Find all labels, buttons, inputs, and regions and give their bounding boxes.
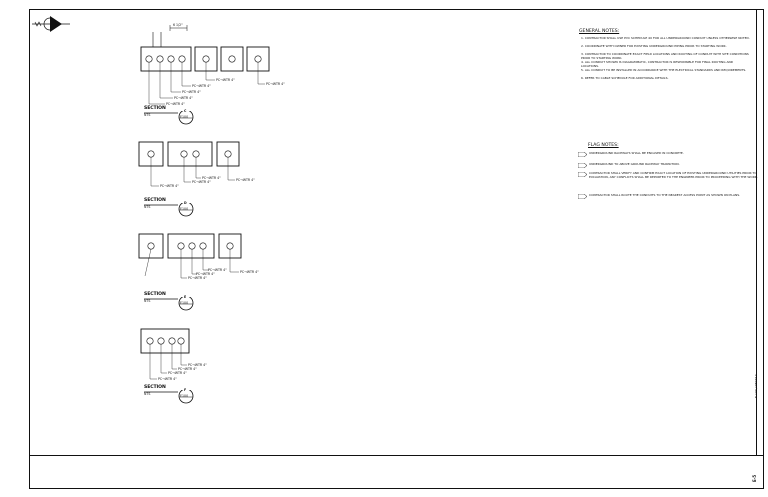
sheet-label: E-100 / DETAILS: [754, 374, 758, 398]
north-arrow-icon: [32, 16, 70, 32]
callout-label: PC→WTR 4": [178, 367, 197, 371]
section-title: SECTION: [144, 198, 166, 203]
sheet-number: E-5: [752, 474, 757, 482]
section-marker-icon: [144, 111, 194, 125]
section-ref: E100: [180, 301, 189, 305]
general-notes-title: GENERAL NOTES:: [579, 29, 620, 34]
section-id: C: [184, 109, 187, 113]
callout-label: PC→WTR 4": [208, 268, 227, 272]
callout-label: PC→WTR 4": [196, 272, 215, 276]
flag-notes-title: FLAG NOTES:: [588, 143, 619, 148]
section-marker-icon: [144, 297, 194, 311]
flag-icon: [578, 172, 587, 177]
flag-note-item: CONTRACTOR SHALL VERIFY AND CONFIRM EXAC…: [589, 171, 758, 179]
callout-label: PC→WTR 4": [168, 371, 187, 375]
callout-label: PC→WTR 4": [216, 78, 235, 82]
section-scale: NTS: [144, 299, 151, 303]
section-id: E: [184, 295, 187, 299]
section-d-drawing: [138, 141, 240, 187]
right-strip-divider: [756, 9, 757, 455]
section-marker-icon: [144, 203, 194, 217]
section-marker-icon: [144, 390, 194, 404]
flag-note-item: UNDERGROUND RACEWAYS SHALL BE ENCASED IN…: [589, 151, 684, 155]
general-note-item: 1. CONTRACTOR SHALL USE PVC SCHEDULE 40 …: [581, 36, 750, 40]
section-id: D: [184, 201, 187, 205]
callout-label: PC→WTR 4": [202, 176, 221, 180]
flag-note-item: UNDERGROUND TO ABOVE GROUND RACEWAY TRAN…: [589, 162, 680, 166]
flag-icon: [578, 152, 587, 157]
section-id: F: [184, 388, 187, 392]
section-scale: NTS: [144, 113, 151, 117]
title-block-divider: [29, 455, 764, 456]
callout-label: PC→WTR 4": [160, 184, 179, 188]
section-title: SECTION: [144, 385, 166, 390]
general-note-item: 4. ALL CONDUIT SHOWN IS DIAGRAMMATIC, CO…: [581, 60, 734, 68]
section-c-drawing: [140, 25, 270, 105]
callout-label: PC→WTR 4": [192, 180, 211, 184]
callout-label: PC→WTR 4": [166, 102, 185, 106]
callout-label: PC→WTR 4": [188, 276, 207, 280]
section-title: SECTION: [144, 106, 166, 111]
callout-label: PC→WTR 4": [182, 90, 201, 94]
callout-label: PC→WTR 4": [236, 178, 255, 182]
callout-label: PC→WTR 4": [188, 363, 207, 367]
section-scale: NTS: [144, 205, 151, 209]
general-note-item: 2. COORDINATE WITH OWNER FOR EXISTING UN…: [581, 44, 727, 48]
section-title: SECTION: [144, 292, 166, 297]
section-f-drawing: [140, 328, 190, 380]
flag-note-item: CONTRACTOR SHALL ROUTE THE CONDUITS TO T…: [589, 193, 741, 197]
section-e-drawing: [138, 233, 242, 279]
callout-label: PC→WTR 4": [192, 84, 211, 88]
flag-icon: [578, 194, 587, 199]
dimension-label: 6 1/2": [173, 23, 183, 27]
general-note-item: 3. CONTRACTOR TO COORDINATE EXACT FIELD …: [581, 52, 749, 60]
callout-label: PC→WTR 4": [266, 82, 285, 86]
sheet-border: [29, 9, 764, 489]
section-ref: E100: [180, 207, 189, 211]
general-note-item: 6. REFER TO CABLE SCHEDULE FOR ADDITIONA…: [581, 76, 669, 80]
flag-notes: FLAG NOTES: UNDERGROUND RACEWAYS SHALL B…: [578, 143, 758, 213]
flag-icon: [578, 163, 587, 168]
callout-label: PC→WTR 4": [240, 270, 259, 274]
section-ref: E100: [180, 115, 189, 119]
general-note-item: 5. ALL CONDUIT TO BE INSTALLED IN ACCORD…: [581, 68, 747, 72]
section-ref: E100: [180, 394, 189, 398]
general-notes: GENERAL NOTES: 1. CONTRACTOR SHALL USE P…: [579, 29, 759, 99]
callout-label: PC→WTR 4": [174, 96, 193, 100]
section-scale: NTS: [144, 392, 151, 396]
callout-label: PC→WTR 4": [158, 377, 177, 381]
